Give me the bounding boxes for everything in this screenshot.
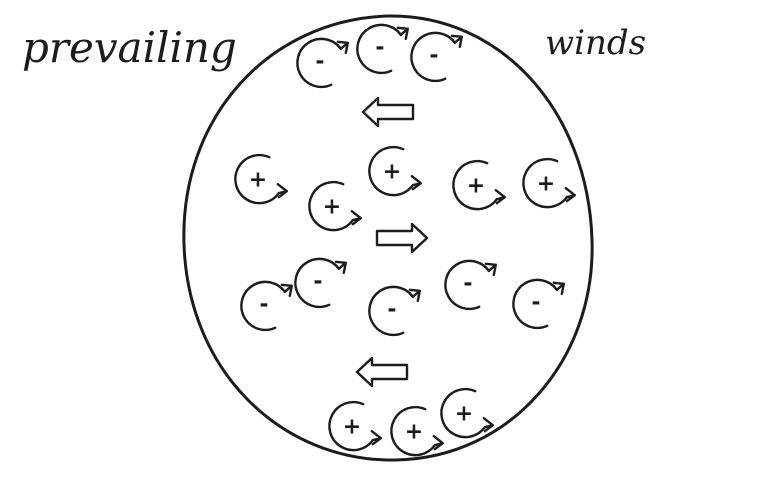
eddy-arrowhead bbox=[410, 175, 422, 191]
plus-sign: + bbox=[249, 168, 267, 193]
eddy-arc bbox=[240, 280, 286, 332]
band-upper-wind-arrow bbox=[375, 222, 429, 254]
eddy-arc bbox=[390, 405, 436, 457]
planet-outline bbox=[182, 14, 594, 462]
eddy-arrowhead bbox=[276, 183, 288, 199]
eddy-arrowhead bbox=[484, 262, 497, 276]
eddy-arc bbox=[368, 285, 414, 337]
eddy-arc bbox=[368, 145, 414, 197]
minus-sign: - bbox=[315, 50, 324, 75]
minus-sign: - bbox=[429, 44, 438, 69]
band-top-eddy-2: - bbox=[356, 23, 409, 75]
minus-sign: - bbox=[259, 293, 268, 318]
eddy-arrowhead bbox=[432, 435, 444, 451]
eddy-arrowhead bbox=[334, 260, 347, 274]
eddy-arc bbox=[308, 180, 354, 232]
minus-sign: - bbox=[387, 298, 396, 323]
eddy-arc bbox=[444, 259, 490, 311]
band-lower-eddy-1: - bbox=[240, 280, 293, 332]
band-bottom-eddy-1: + bbox=[328, 400, 382, 452]
minus-sign: - bbox=[531, 291, 540, 316]
band-lower-eddy-3: - bbox=[368, 285, 421, 337]
band-bottom-eddy-2: + bbox=[390, 405, 444, 457]
eddy-arc bbox=[294, 257, 340, 309]
eddy-arrowhead bbox=[408, 288, 421, 302]
plus-sign: + bbox=[383, 160, 401, 185]
wind-arrow-shape bbox=[375, 222, 429, 254]
minus-sign: - bbox=[313, 270, 322, 295]
eddy-arrowhead bbox=[494, 189, 506, 205]
band-lower-eddy-5: - bbox=[512, 278, 565, 330]
title-right: winds bbox=[545, 23, 646, 63]
eddies-group: - - - + + + + + - - - - - + + + bbox=[234, 23, 576, 457]
eddy-arrowhead bbox=[396, 26, 409, 40]
band-upper-eddy-5: + bbox=[522, 157, 576, 209]
band-lower-eddy-2: - bbox=[294, 257, 347, 309]
plus-sign: + bbox=[343, 415, 361, 440]
band-top-eddy-1: - bbox=[296, 37, 349, 89]
band-upper-eddy-3: + bbox=[368, 145, 422, 197]
eddy-arrowhead bbox=[350, 210, 362, 226]
eddy-arc bbox=[356, 23, 402, 75]
minus-sign: - bbox=[463, 272, 472, 297]
eddy-arc bbox=[452, 159, 498, 211]
eddy-arrowhead bbox=[336, 40, 349, 54]
eddy-arrowhead bbox=[552, 281, 565, 295]
plus-sign: + bbox=[323, 195, 341, 220]
plus-sign: + bbox=[455, 402, 473, 427]
band-lower-eddy-4: - bbox=[444, 259, 497, 311]
plus-sign: + bbox=[405, 420, 423, 445]
band-upper-eddy-2: + bbox=[308, 180, 362, 232]
eddy-arc bbox=[296, 37, 342, 89]
eddy-arc bbox=[328, 400, 374, 452]
minus-sign: - bbox=[375, 36, 384, 61]
band-bottom-eddy-3: + bbox=[440, 387, 494, 439]
band-lower-wind-arrow bbox=[355, 356, 409, 388]
plus-sign: + bbox=[467, 174, 485, 199]
eddy-arrowhead bbox=[370, 430, 382, 446]
eddy-arrowhead bbox=[564, 187, 576, 203]
eddy-arrowhead bbox=[280, 283, 293, 297]
wind-arrow-shape bbox=[355, 356, 409, 388]
eddy-arc bbox=[522, 157, 568, 209]
band-upper-eddy-1: + bbox=[234, 153, 288, 205]
eddy-arc bbox=[410, 31, 456, 83]
eddy-arc bbox=[512, 278, 558, 330]
band-top-eddy-3: - bbox=[410, 31, 463, 83]
wind-arrow-shape bbox=[361, 96, 415, 128]
eddy-arc bbox=[234, 153, 280, 205]
title-left: prevailing bbox=[22, 23, 237, 72]
band-top-wind-arrow bbox=[361, 96, 415, 128]
plus-sign: + bbox=[537, 172, 555, 197]
eddy-arrowhead bbox=[450, 34, 463, 48]
band-upper-eddy-4: + bbox=[452, 159, 506, 211]
eddy-arc bbox=[440, 387, 486, 439]
eddy-arrowhead bbox=[482, 417, 494, 433]
wind-arrows-group bbox=[355, 96, 429, 388]
